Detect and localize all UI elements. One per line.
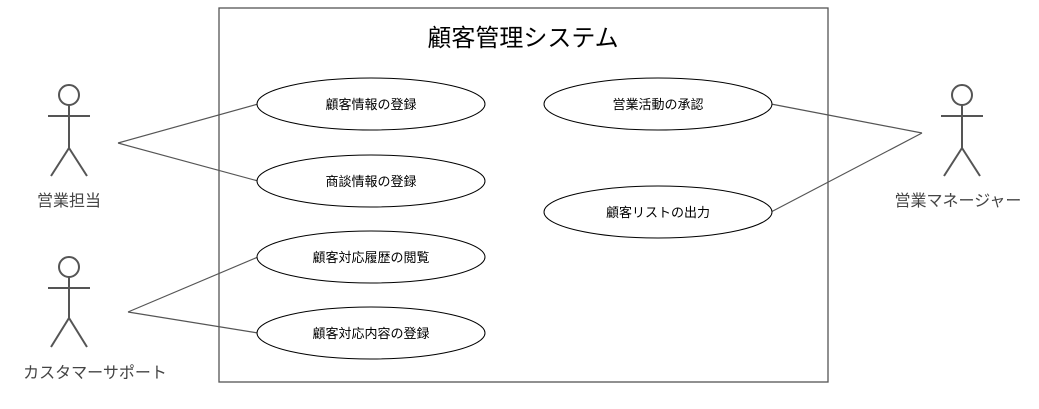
association-manager-approve xyxy=(770,103,923,134)
use-case-view-support-history[interactable]: 顧客対応履歴の閲覧 xyxy=(256,230,486,284)
actor-sales-rep[interactable]: 営業担当 xyxy=(37,84,101,210)
association-manager-output-list xyxy=(770,132,923,213)
use-case-register-support-content[interactable]: 顧客対応内容の登録 xyxy=(256,306,486,360)
stick-figure-icon xyxy=(48,84,90,177)
use-case-label: 営業活動の承認 xyxy=(612,97,703,113)
associations xyxy=(117,103,923,334)
actor-sales-manager[interactable]: 営業マネージャー xyxy=(895,84,1022,210)
use-case-ellipse xyxy=(256,77,486,131)
use-case-register-negotiation-info[interactable]: 商談情報の登録 xyxy=(256,154,486,208)
use-case-label: 商談情報の登録 xyxy=(325,174,416,190)
actor-label: カスタマーサポート xyxy=(23,363,167,382)
stick-figure-icon xyxy=(941,84,983,177)
use-case-output-customer-list[interactable]: 顧客リストの出力 xyxy=(543,185,773,239)
use-case-label: 顧客対応履歴の閲覧 xyxy=(312,250,429,266)
use-case-ellipse xyxy=(256,154,486,208)
use-case-label: 顧客情報の登録 xyxy=(325,97,416,113)
use-case-ellipse xyxy=(256,306,486,360)
actor-label: 営業担当 xyxy=(37,191,101,210)
use-case-ellipse xyxy=(543,77,773,131)
actor-label: 営業マネージャー xyxy=(895,191,1022,210)
use-case-ellipse xyxy=(256,230,486,284)
use-case-label: 顧客リストの出力 xyxy=(606,205,710,221)
association-sales-rep-register-negotiation xyxy=(117,142,259,182)
association-sales-rep-register-customer xyxy=(117,103,259,144)
system-title: 顧客管理システム xyxy=(427,24,618,52)
stick-figure-icon xyxy=(48,256,90,348)
use-case-approve-sales-activity[interactable]: 営業活動の承認 xyxy=(543,77,773,131)
association-support-register-content xyxy=(127,311,259,334)
use-case-register-customer-info[interactable]: 顧客情報の登録 xyxy=(256,77,486,131)
use-case-ellipse xyxy=(543,185,773,239)
actor-customer-support[interactable]: カスタマーサポート xyxy=(23,256,167,382)
association-support-view-history xyxy=(127,256,259,313)
use-case-label: 顧客対応内容の登録 xyxy=(312,326,429,342)
